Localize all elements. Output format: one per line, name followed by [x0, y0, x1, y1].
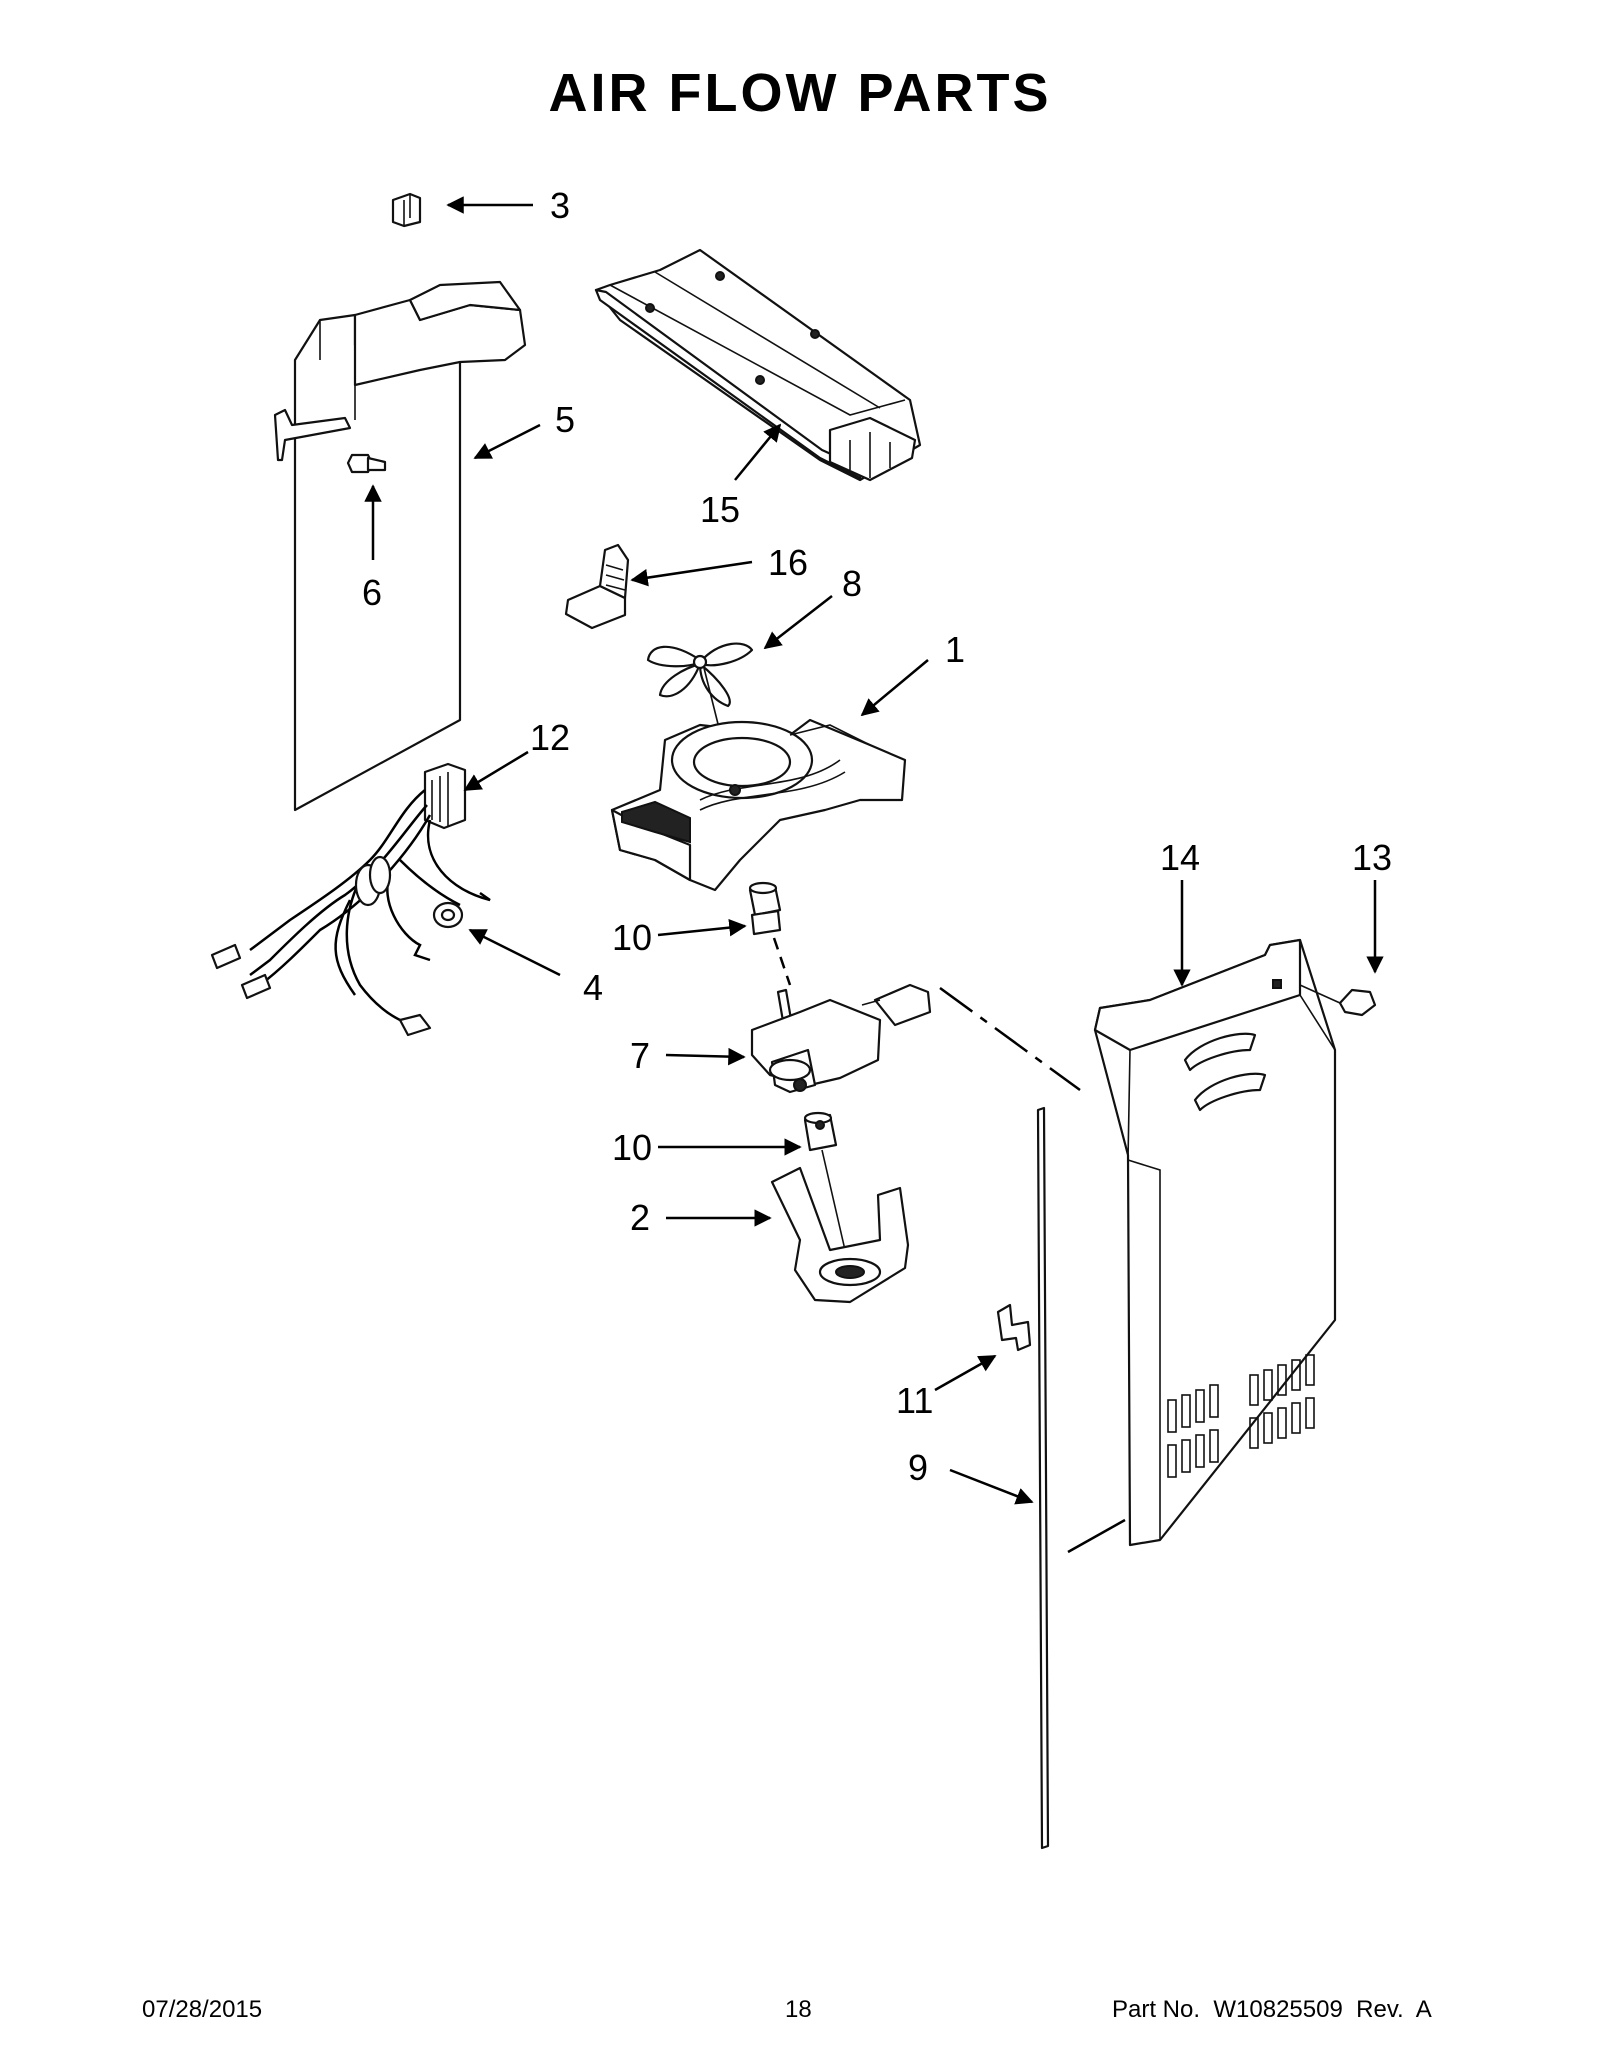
callout-10-upper: 10: [612, 917, 652, 958]
leader-arrows: [364, 196, 1384, 1505]
callout-9: 9: [908, 1447, 928, 1488]
callout-10-lower: 10: [612, 1127, 652, 1168]
callout-16: 16: [768, 542, 808, 583]
callout-11: 11: [896, 1380, 933, 1421]
callout-4: 4: [583, 967, 603, 1008]
part-7-fan-motor: [750, 937, 932, 1094]
part-11-clip: [996, 1303, 1032, 1352]
part-12-wire-harness: [210, 762, 491, 1037]
part-16-grille: [564, 543, 630, 630]
footer-part-number: Part No. W10825509 Rev. A: [1112, 1996, 1432, 2023]
part-3-clip: [391, 192, 422, 228]
callout-8: 8: [842, 563, 862, 604]
callout-5: 5: [555, 399, 575, 440]
part-10-grommet-lower: [803, 1111, 838, 1152]
part-15-duct-tray: [594, 248, 922, 482]
callout-15: 15: [700, 489, 740, 530]
callout-6: 6: [362, 572, 382, 613]
callout-2: 2: [630, 1197, 650, 1238]
footer-date: 07/28/2015: [142, 1996, 263, 2023]
callout-1: 1: [945, 629, 965, 670]
part-2-motor-bracket: [770, 1149, 910, 1304]
page-title: AIR FLOW PARTS: [548, 63, 1052, 123]
part-1-fan-housing: [610, 718, 907, 892]
part-9-seal-strip: [1036, 1106, 1050, 1850]
callout-12: 12: [530, 717, 570, 758]
footer-page-number: 18: [785, 1996, 812, 2023]
callout-7: 7: [630, 1035, 650, 1076]
part-13-screw: [1299, 984, 1377, 1017]
callout-14: 14: [1160, 837, 1200, 878]
part-6-screw: [346, 453, 387, 474]
callout-13: 13: [1352, 837, 1392, 878]
callout-3: 3: [550, 185, 570, 226]
part-4-grommet: [432, 901, 464, 929]
part-5-duct-panel: [273, 280, 527, 812]
part-10-grommet-upper: [748, 881, 782, 936]
part-8-fan-blade: [646, 642, 754, 781]
part-14-rear-panel: [1093, 938, 1337, 1547]
